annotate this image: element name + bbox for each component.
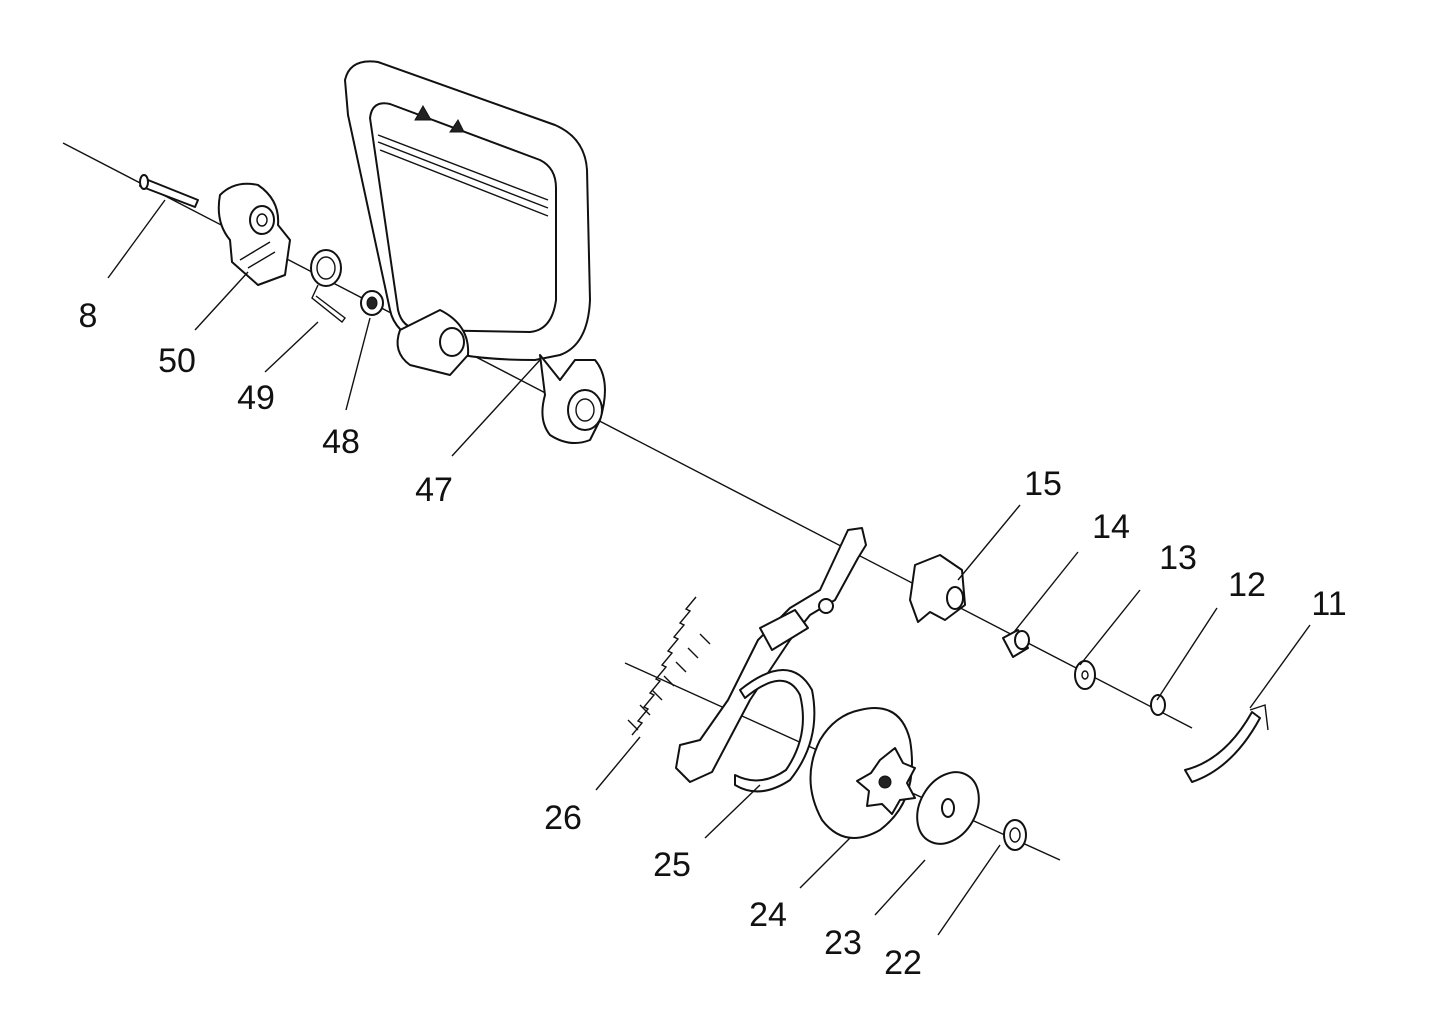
part-47-front-handle xyxy=(344,60,606,445)
part-label-24: 24 xyxy=(749,896,787,934)
part-label-15: 15 xyxy=(1024,465,1062,503)
part-50-bracket xyxy=(217,182,291,286)
part-label-49: 49 xyxy=(237,379,275,417)
part-25-brake-band xyxy=(734,669,816,793)
part-label-12: 12 xyxy=(1228,566,1266,604)
part-label-25: 25 xyxy=(653,846,691,884)
part-48-bushing xyxy=(360,290,384,316)
part-14-sleeve xyxy=(1002,629,1030,658)
part-label-48: 48 xyxy=(322,423,360,461)
part-13-washer xyxy=(1074,660,1096,690)
part-label-26: 26 xyxy=(544,799,582,837)
brake-lever xyxy=(675,527,867,783)
part-22-e-clip xyxy=(1003,819,1027,851)
part-label-13: 13 xyxy=(1159,539,1197,577)
part-49-spring xyxy=(310,249,346,323)
part-label-11: 11 xyxy=(1311,585,1347,623)
part-24-clutch-drum xyxy=(809,707,916,839)
part-label-8: 8 xyxy=(78,297,98,335)
part-23-washer xyxy=(916,771,980,845)
part-label-22: 22 xyxy=(884,944,922,982)
part-26-spring xyxy=(627,596,711,736)
leader-lines xyxy=(107,199,1311,936)
part-11-plate xyxy=(1184,704,1269,783)
part-15-bushing-holder xyxy=(909,554,966,623)
part-label-23: 23 xyxy=(824,924,862,962)
part-label-47: 47 xyxy=(415,471,453,509)
part-8-pin xyxy=(139,174,199,208)
part-12-clip xyxy=(1150,694,1166,716)
part-label-50: 50 xyxy=(158,342,196,380)
part-label-14: 14 xyxy=(1092,508,1130,546)
